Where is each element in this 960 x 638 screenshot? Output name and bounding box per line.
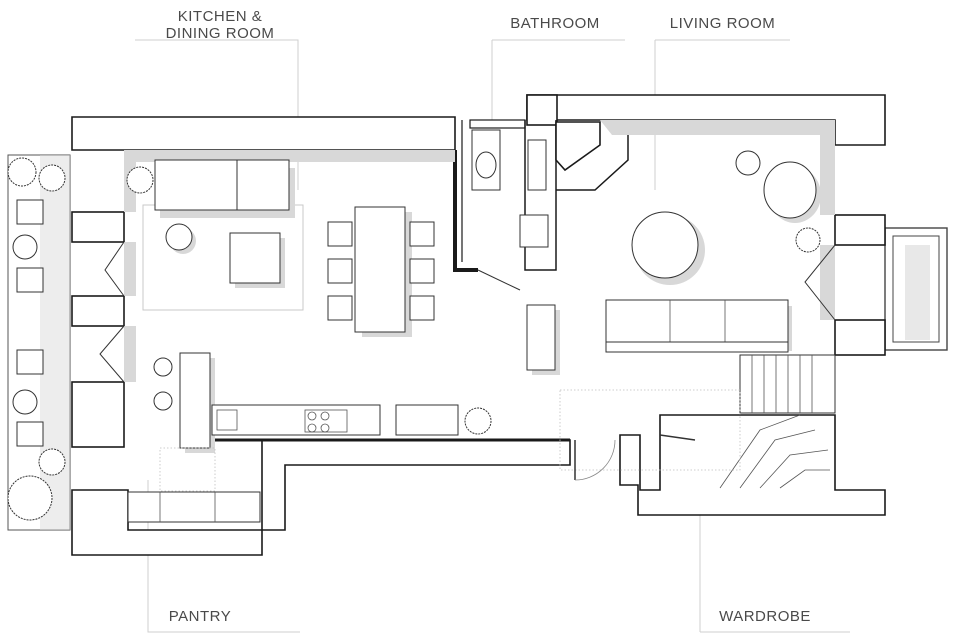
pantry-furniture [127,447,261,523]
doors [99,241,836,481]
label-kitchen-line2: DINING ROOM [165,25,275,42]
walls [71,94,886,556]
left-terrace [7,154,71,531]
label-pantry: PANTRY [168,608,232,625]
label-living-room: LIVING ROOM [669,15,776,32]
label-kitchen-dining-room: KITCHEN & DINING ROOM [150,8,290,42]
bathroom-fixtures [471,129,549,291]
right-balcony [884,227,948,351]
label-kitchen-line1: KITCHEN & [177,8,263,25]
label-bathroom: BATHROOM [510,15,600,32]
living-furniture [526,150,821,375]
shadows [124,120,835,382]
label-wardrobe: WARDROBE [719,608,811,625]
dining-furniture [126,159,492,453]
stairs [559,354,836,489]
